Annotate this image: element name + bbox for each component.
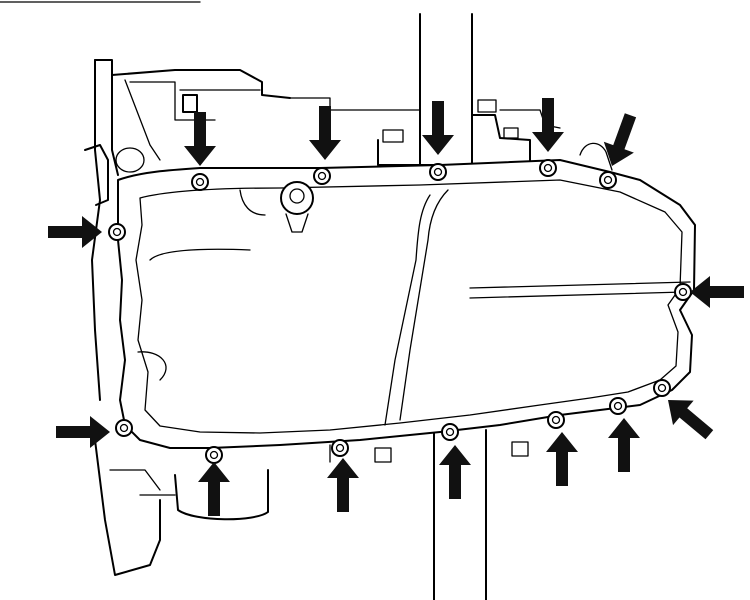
- bolt-hole: [331, 439, 349, 457]
- lower-engine-parts: [174, 441, 529, 521]
- bolt-hole: [191, 173, 209, 191]
- bolt-head: [678, 287, 688, 297]
- bolt-arrow: [56, 416, 110, 448]
- bolt-hole: [599, 171, 617, 189]
- bolt-head: [317, 171, 327, 181]
- bolt-arrow: [608, 418, 640, 472]
- bolt-hole: [441, 423, 459, 441]
- bolt-head: [603, 175, 613, 185]
- bolt-arrow: [603, 113, 637, 166]
- bolt-arrow: [184, 112, 216, 166]
- bolt-arrow: [532, 98, 564, 152]
- bolt-head: [657, 383, 667, 393]
- bolt-head: [335, 443, 345, 453]
- upper-engine-parts: [289, 97, 613, 171]
- bolt-hole: [609, 397, 627, 415]
- engine-block-housing: [84, 59, 291, 576]
- bolt-hole: [429, 163, 447, 181]
- bolt-head: [613, 401, 623, 411]
- bolt-arrow: [668, 400, 714, 440]
- bolt-hole: [653, 379, 671, 397]
- bolt-head: [112, 227, 122, 237]
- arrow-group: [48, 98, 744, 516]
- bolt-head: [195, 177, 205, 187]
- bolt-arrow: [198, 462, 230, 516]
- bolt-arrow: [422, 101, 454, 155]
- bolt-head: [119, 423, 129, 433]
- bolt-arrow: [48, 216, 102, 248]
- bolt-arrow: [546, 432, 578, 486]
- bolt-head: [551, 415, 561, 425]
- bolt-hole: [313, 167, 331, 185]
- oil-pan-body: [117, 159, 696, 449]
- vertical-shaft: [419, 13, 487, 600]
- bolt-arrow: [327, 458, 359, 512]
- bolt-head: [433, 167, 443, 177]
- bolt-hole: [547, 411, 565, 429]
- bolt-hole: [205, 446, 223, 464]
- bolt-arrow: [439, 445, 471, 499]
- bolt-hole: [539, 159, 557, 177]
- bolt-head: [543, 163, 553, 173]
- bolt-group: [108, 159, 692, 464]
- bolt-arrow: [690, 276, 744, 308]
- bolt-arrow: [309, 106, 341, 160]
- bolt-head: [209, 450, 219, 460]
- bolt-hole: [115, 419, 133, 437]
- bolt-hole: [108, 223, 126, 241]
- bolt-hole: [674, 283, 692, 301]
- bolt-head: [445, 427, 455, 437]
